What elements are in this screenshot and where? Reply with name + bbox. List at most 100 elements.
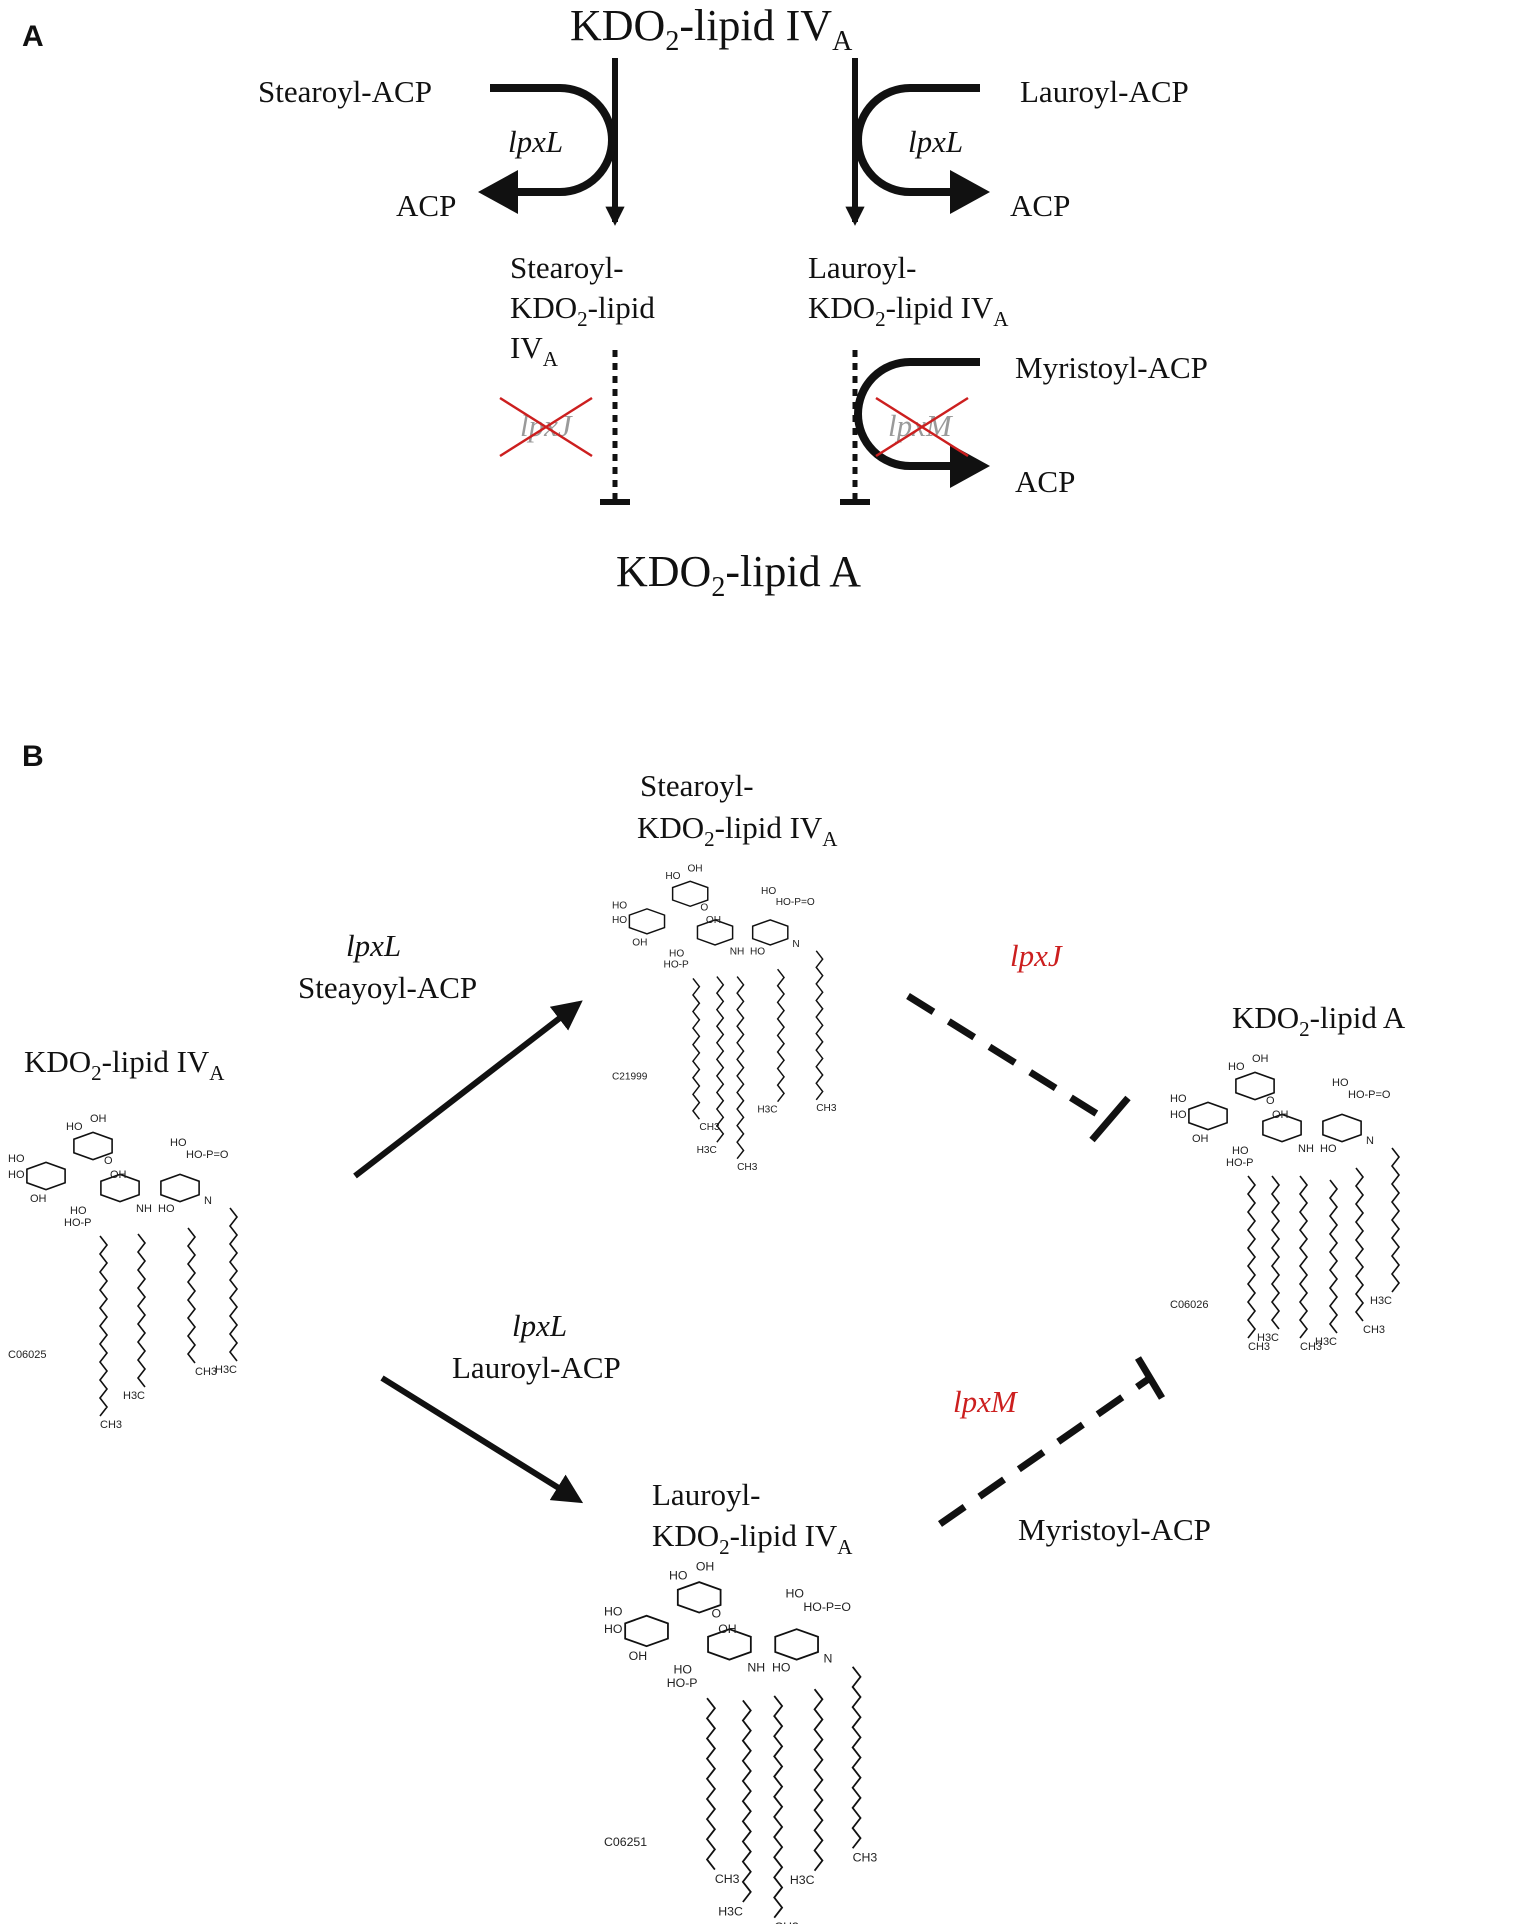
- sugar-ring: [751, 919, 789, 946]
- right-byproduct-label: ACP: [1010, 188, 1070, 223]
- atom-ho: HO: [604, 1622, 622, 1636]
- lower-inhibition-bar: [1134, 1356, 1166, 1400]
- compound-id: C06251: [604, 1835, 647, 1849]
- upper-inhibition-line: [906, 993, 1112, 1125]
- right-cross-line-2: [875, 396, 969, 458]
- sugar-ring: [696, 919, 734, 946]
- atom-o: O: [700, 902, 708, 913]
- lower-product-structure: HOOHHOHOOHOOHHOHO-P=OHOHO-PNHNHOCH3H3CCH…: [604, 1559, 877, 1924]
- acyl-chain: [705, 1697, 717, 1871]
- panel-a: A KDO2-lipid IVA Stearoyl-ACP Lauroyl-AC…: [22, 1, 1208, 603]
- atom-ho-p-o: HO-P=O: [776, 897, 815, 908]
- second-donor-label: Myristoyl-ACP: [1015, 350, 1208, 385]
- sugar-ring: [774, 1628, 819, 1661]
- atom-oh: OH: [110, 1169, 127, 1181]
- left-product-line2: KDO2-lipid: [510, 290, 655, 331]
- compound-id: C06025: [8, 1349, 47, 1361]
- atom-methyl: H3C: [1370, 1295, 1392, 1307]
- atom-ho: HO: [1232, 1145, 1249, 1157]
- panel-b-label: B: [22, 740, 44, 773]
- atom-methyl: CH3: [100, 1419, 122, 1431]
- acyl-chain: [1270, 1175, 1281, 1330]
- left-donor-curve: [490, 84, 616, 196]
- atom-methyl: CH3: [1248, 1341, 1270, 1353]
- sugar-ring: [1235, 1071, 1275, 1101]
- sugar-ring: [26, 1161, 66, 1191]
- atom-oh: OH: [30, 1193, 47, 1205]
- sugar-ring: [160, 1173, 200, 1203]
- lower-block-donor: Myristoyl-ACP: [1018, 1512, 1211, 1547]
- atom-methyl: CH3: [1300, 1341, 1322, 1353]
- atom-oh: OH: [706, 915, 721, 926]
- acyl-chain: [136, 1233, 147, 1388]
- upper-product-line1: Stearoyl-: [640, 768, 754, 803]
- left-donor-label: Stearoyl-ACP: [258, 74, 432, 109]
- atom-nh: NH: [1298, 1143, 1314, 1155]
- atom-ho: HO: [1320, 1143, 1337, 1155]
- lower-donor-label: Lauroyl-ACP: [452, 1350, 621, 1385]
- upper-block-enzyme: lpxJ: [1010, 938, 1063, 973]
- atom-ho: HO: [66, 1121, 83, 1133]
- atom-o: O: [104, 1155, 113, 1167]
- atom-nh: NH: [730, 946, 745, 957]
- atom-n: N: [1366, 1135, 1374, 1147]
- atom-ho-p-o: HO-P=O: [1348, 1089, 1391, 1101]
- lower-enzyme-label: lpxL: [512, 1308, 567, 1343]
- final-product-structure: HOOHHOHOOHOOHHOHO-P=OHOHO-PNHNHOCH3H3CCH…: [1170, 1053, 1401, 1353]
- atom-oh: OH: [1272, 1109, 1289, 1121]
- acyl-chain: [851, 1666, 862, 1849]
- atom-ho: HO: [669, 1568, 687, 1582]
- sugar-ring: [73, 1131, 113, 1161]
- atom-ho: HO: [1332, 1077, 1349, 1089]
- atom-nh: NH: [747, 1660, 765, 1674]
- atom-n: N: [204, 1195, 212, 1207]
- right-product-line2: KDO2-lipid IVA: [808, 290, 1009, 331]
- sugar-ring: [707, 1628, 752, 1661]
- sugar-ring: [1322, 1113, 1362, 1143]
- left-byproduct-arrowhead: [478, 170, 518, 214]
- acyl-chain: [692, 977, 701, 1120]
- atom-oh: OH: [1192, 1133, 1209, 1145]
- atom-ho: HO: [70, 1205, 87, 1217]
- atom-methyl: H3C: [1315, 1336, 1337, 1348]
- right-product-line1: Lauroyl-: [808, 250, 916, 285]
- acyl-chain: [186, 1227, 197, 1364]
- sugar-ring: [676, 1581, 722, 1614]
- left-product-line1: Stearoyl-: [510, 250, 624, 285]
- right-donor-label: Lauroyl-ACP: [1020, 74, 1189, 109]
- atom-ho: HO: [772, 1660, 790, 1674]
- panel-b-substrate-label: KDO2-lipid IVA: [24, 1044, 225, 1085]
- panel-a-label: A: [22, 20, 44, 53]
- acyl-chain: [815, 950, 824, 1101]
- substrate-structure: HOOHHOHOOHOOHHOHO-P=OHOHO-PNHNHOCH3H3CCH…: [8, 1113, 239, 1431]
- upper-reaction-arrow: [353, 1000, 583, 1179]
- lower-block-enzyme: lpxM: [953, 1384, 1019, 1419]
- atom-ho: HO: [158, 1203, 175, 1215]
- atom-nh: NH: [136, 1203, 152, 1215]
- atom-ho-p: HO-P: [1226, 1157, 1254, 1169]
- acyl-chain: [98, 1235, 109, 1417]
- atom-oh: OH: [718, 1622, 736, 1636]
- atom-methyl: H3C: [757, 1105, 777, 1116]
- atom-methyl: CH3: [853, 1851, 878, 1865]
- atom-oh: OH: [90, 1113, 107, 1125]
- second-byproduct-arrowhead: [950, 444, 990, 488]
- left-enzyme-label: lpxL: [508, 124, 563, 159]
- atom-ho: HO: [673, 1663, 691, 1677]
- atom-ho: HO: [1170, 1093, 1187, 1105]
- atom-methyl: CH3: [715, 1872, 740, 1886]
- atom-methyl: H3C: [123, 1390, 145, 1402]
- atom-oh: OH: [1252, 1053, 1269, 1065]
- atom-ho-p: HO-P: [667, 1676, 698, 1690]
- atom-o: O: [712, 1607, 722, 1621]
- right-enzyme-label: lpxL: [908, 124, 963, 159]
- atom-ho: HO: [785, 1586, 803, 1600]
- second-donor-curve: [854, 358, 980, 470]
- left-cross-line-2: [499, 396, 593, 458]
- atom-methyl: H3C: [1257, 1332, 1279, 1344]
- upper-enzyme-label: lpxL: [346, 928, 401, 963]
- atom-ho: HO: [170, 1137, 187, 1149]
- sugar-ring: [671, 880, 709, 908]
- atom-oh: OH: [629, 1649, 647, 1663]
